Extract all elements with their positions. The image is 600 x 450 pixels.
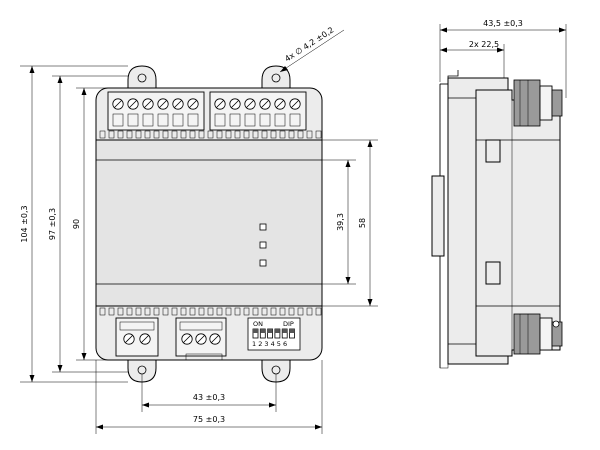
side-connector-top (513, 79, 541, 127)
dip-on-label: ON (253, 320, 263, 328)
top-terminal-ribs (99, 130, 322, 139)
terminal-screws-bottom (119, 321, 223, 345)
dim-side-step: 2x 22,5 (469, 40, 499, 49)
terminal-block-top-right (209, 91, 307, 131)
dim-hole-note: 4x ∅ 4,2 ±0,2 (283, 25, 335, 63)
dim-body-height: 97 ±0,3 (48, 208, 57, 240)
front-panel (95, 139, 323, 307)
terminal-block-bottom-left (115, 317, 159, 357)
side-connector-bottom (513, 313, 541, 355)
dim-overall-height: 104 ±0,3 (20, 205, 29, 242)
din-clip (431, 175, 445, 257)
terminal-block-top-left (107, 91, 205, 131)
mounting-ear-top-right (261, 65, 291, 95)
dim-side-depth: 43,5 ±0,3 (483, 19, 523, 28)
front-view: ON DIP 1 2 3 4 5 6 (95, 65, 323, 383)
mounting-ear-top-left (127, 65, 157, 95)
dim-hole-spacing: 43 ±0,3 (193, 393, 225, 402)
dip-switch-keys (252, 328, 295, 339)
bottom-vent-ribs (99, 307, 322, 316)
led-indicator-1 (259, 223, 267, 231)
terminal-foot (185, 353, 223, 361)
side-clip-upper (485, 139, 501, 163)
dim-window-height: 39,3 (336, 213, 345, 231)
led-indicator-2 (259, 241, 267, 249)
side-clip-lower (485, 261, 501, 285)
mounting-hole (271, 73, 281, 83)
dim-front-height: 58 (358, 218, 367, 228)
dim-overall-width: 75 ±0,3 (193, 415, 225, 424)
dip-numbers: 1 2 3 4 5 6 (252, 340, 287, 348)
dip-label: DIP (283, 320, 294, 328)
mounting-hole (137, 73, 147, 83)
dim-housing-height: 90 (72, 219, 81, 229)
side-dimensions: 43,5 ±0,3 2x 22,5 (439, 19, 567, 98)
terminal-screws-top (112, 98, 301, 127)
side-view (431, 70, 563, 369)
led-indicator-3 (259, 259, 267, 267)
